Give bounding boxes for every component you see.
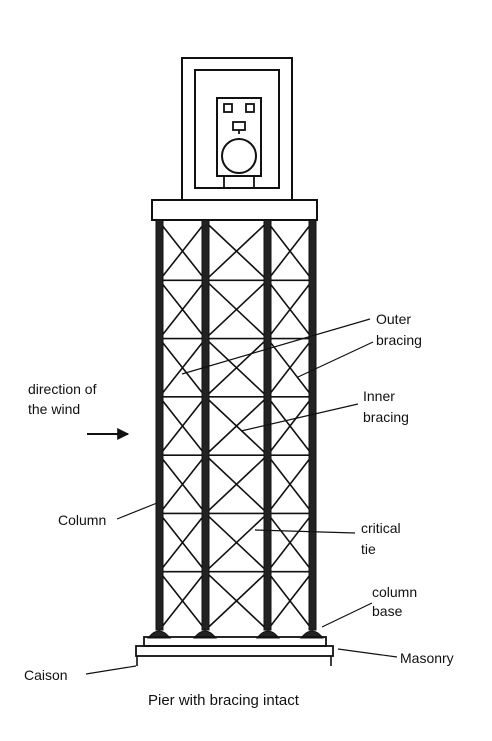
label-wind-2: the wind [28, 401, 80, 417]
label-critical-tie-2: tie [361, 541, 376, 557]
top-deck [151, 199, 318, 221]
label-column-base-1: column [372, 584, 417, 600]
bracing-diagonal [266, 338, 314, 398]
label-masonry: Masonry [400, 650, 454, 666]
label-critical-tie-1: critical [361, 520, 401, 536]
label-outer-bracing-1: Outer [376, 311, 411, 327]
label-inner-bracing-2: bracing [363, 409, 409, 425]
bracing-diagonal [204, 454, 269, 515]
caisson-slab [135, 645, 334, 657]
bracing-diagonal [204, 279, 269, 340]
bracing-diagonal [204, 221, 269, 281]
label-column-base-2: base [372, 603, 403, 619]
label-wind-1: direction of [28, 381, 97, 397]
bracing-lattice [158, 221, 314, 631]
bracing-diagonal [158, 338, 207, 398]
diagram-caption: Pier with bracing intact [148, 692, 300, 709]
column-center-left [201, 219, 210, 631]
label-caison: Caison [24, 667, 68, 683]
leader-outer-bracing [181, 318, 371, 375]
pump-machine [216, 97, 262, 188]
tank-outer-frame [181, 57, 293, 201]
tank-inner-frame [194, 69, 280, 189]
leader-inner-bracing [240, 403, 359, 432]
leader-caison [85, 665, 137, 675]
bracing-diagonal [158, 396, 207, 456]
bracing-diagonal [158, 279, 207, 340]
column-right [308, 219, 317, 631]
label-outer-bracing-2: bracing [376, 332, 422, 348]
bracing-diagonal [204, 337, 269, 398]
bracing-diagonal [204, 396, 269, 456]
column-left [155, 219, 164, 631]
leader-critical-tie [254, 529, 356, 534]
label-column: Column [58, 512, 106, 528]
leader-outer-bracing-right [297, 341, 374, 378]
bracing-diagonal [158, 221, 207, 281]
bracing-diagonal [266, 454, 314, 514]
masonry-block [143, 636, 327, 647]
bracing-diagonal [158, 571, 207, 631]
leader-lines [85, 318, 398, 675]
leader-column-base [321, 602, 373, 628]
bracing-diagonal [266, 279, 314, 340]
bracing-diagonal [158, 454, 207, 514]
bracing-diagonal [266, 396, 314, 456]
bracing-diagonal [266, 571, 314, 631]
top-tank [181, 57, 293, 201]
bracing-diagonal [158, 512, 207, 573]
leader-masonry [337, 648, 398, 658]
bracing-diagonal [204, 571, 269, 631]
bracing-diagonal [266, 512, 314, 573]
bracing-diagonal [266, 221, 314, 281]
label-inner-bracing-1: Inner [363, 388, 395, 404]
leader-column [116, 502, 158, 520]
bracing-diagonal [204, 512, 269, 573]
